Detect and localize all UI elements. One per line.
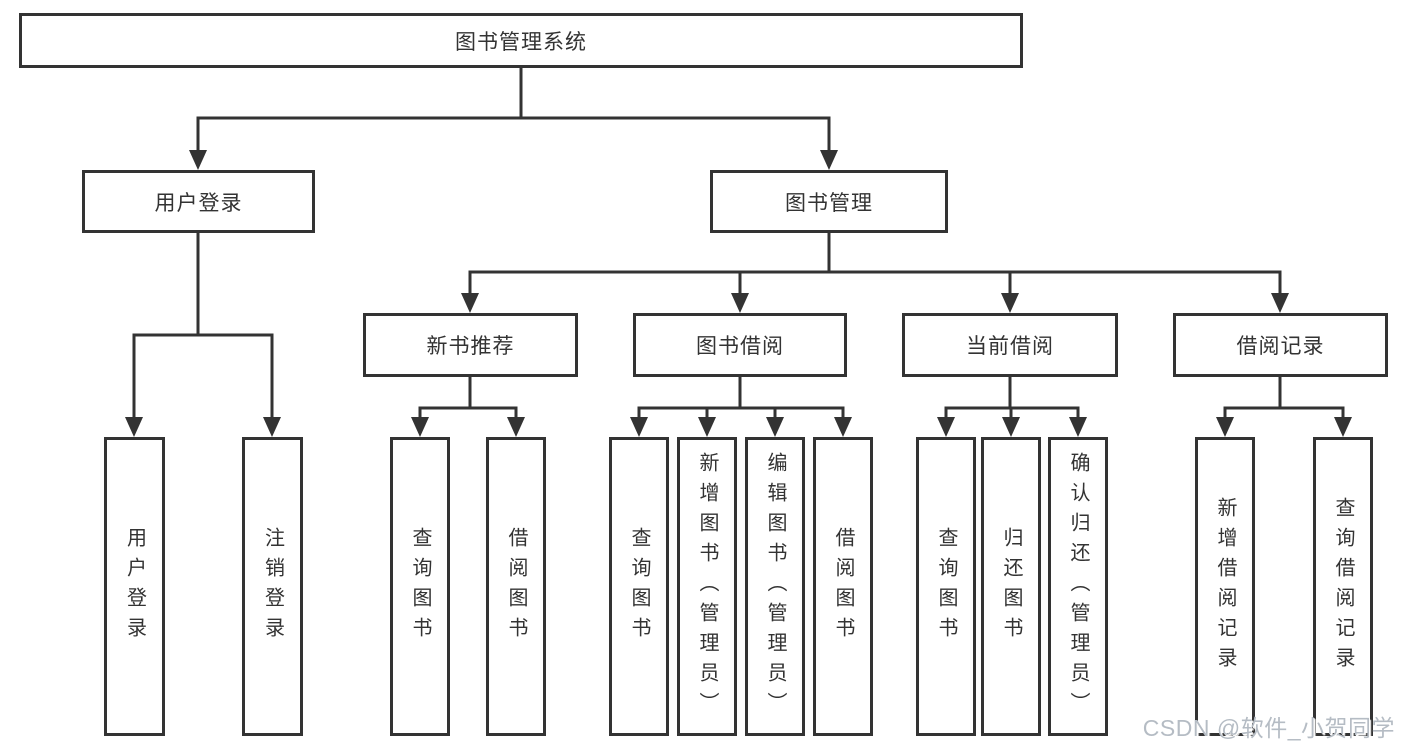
arrowhead-down-icon: [1271, 293, 1289, 313]
arrowhead-down-icon: [189, 150, 207, 170]
arrowhead-down-icon: [461, 293, 479, 313]
leaf-query-borrow-record: 查询借阅记录: [1313, 437, 1373, 736]
arrowhead-down-icon: [937, 417, 955, 437]
arrowhead-down-icon: [507, 417, 525, 437]
arrowhead-down-icon: [731, 293, 749, 313]
leaf-query-books-recommend: 查询图书: [390, 437, 450, 736]
arrowhead-down-icon: [1069, 417, 1087, 437]
arrowhead-down-icon: [1002, 417, 1020, 437]
arrowhead-down-icon: [1001, 293, 1019, 313]
arrowhead-down-icon: [766, 417, 784, 437]
leaf-confirm-return-admin: 确认归还（管理员）: [1048, 437, 1108, 736]
leaf-borrow-books-borrowing: 借阅图书: [813, 437, 873, 736]
node-current-borrowing: 当前借阅: [902, 313, 1118, 377]
leaf-borrow-books-recommend: 借阅图书: [486, 437, 546, 736]
arrowhead-down-icon: [263, 417, 281, 437]
arrowhead-down-icon: [698, 417, 716, 437]
node-new-book-recommend: 新书推荐: [363, 313, 578, 377]
node-book-borrowing: 图书借阅: [633, 313, 847, 377]
watermark: CSDN @软件_小贺同学: [1142, 715, 1395, 741]
arrowhead-down-icon: [834, 417, 852, 437]
leaf-logout: 注销登录: [242, 437, 303, 736]
node-book-management: 图书管理: [710, 170, 948, 233]
arrowhead-down-icon: [820, 150, 838, 170]
arrowhead-down-icon: [411, 417, 429, 437]
arrowhead-down-icon: [1334, 417, 1352, 437]
node-user-login: 用户登录: [82, 170, 315, 233]
node-library-system: 图书管理系统: [19, 13, 1023, 68]
leaf-user-login: 用户登录: [104, 437, 165, 736]
leaf-add-books-admin: 新增图书（管理员）: [677, 437, 737, 736]
leaf-add-borrow-record: 新增借阅记录: [1195, 437, 1255, 736]
leaf-edit-books-admin: 编辑图书（管理员）: [745, 437, 805, 736]
arrowhead-down-icon: [630, 417, 648, 437]
arrowhead-down-icon: [1216, 417, 1234, 437]
leaf-query-books-borrowing: 查询图书: [609, 437, 669, 736]
leaf-query-books-current: 查询图书: [916, 437, 976, 736]
node-borrow-records: 借阅记录: [1173, 313, 1388, 377]
leaf-return-books: 归还图书: [981, 437, 1041, 736]
arrowhead-down-icon: [125, 417, 143, 437]
